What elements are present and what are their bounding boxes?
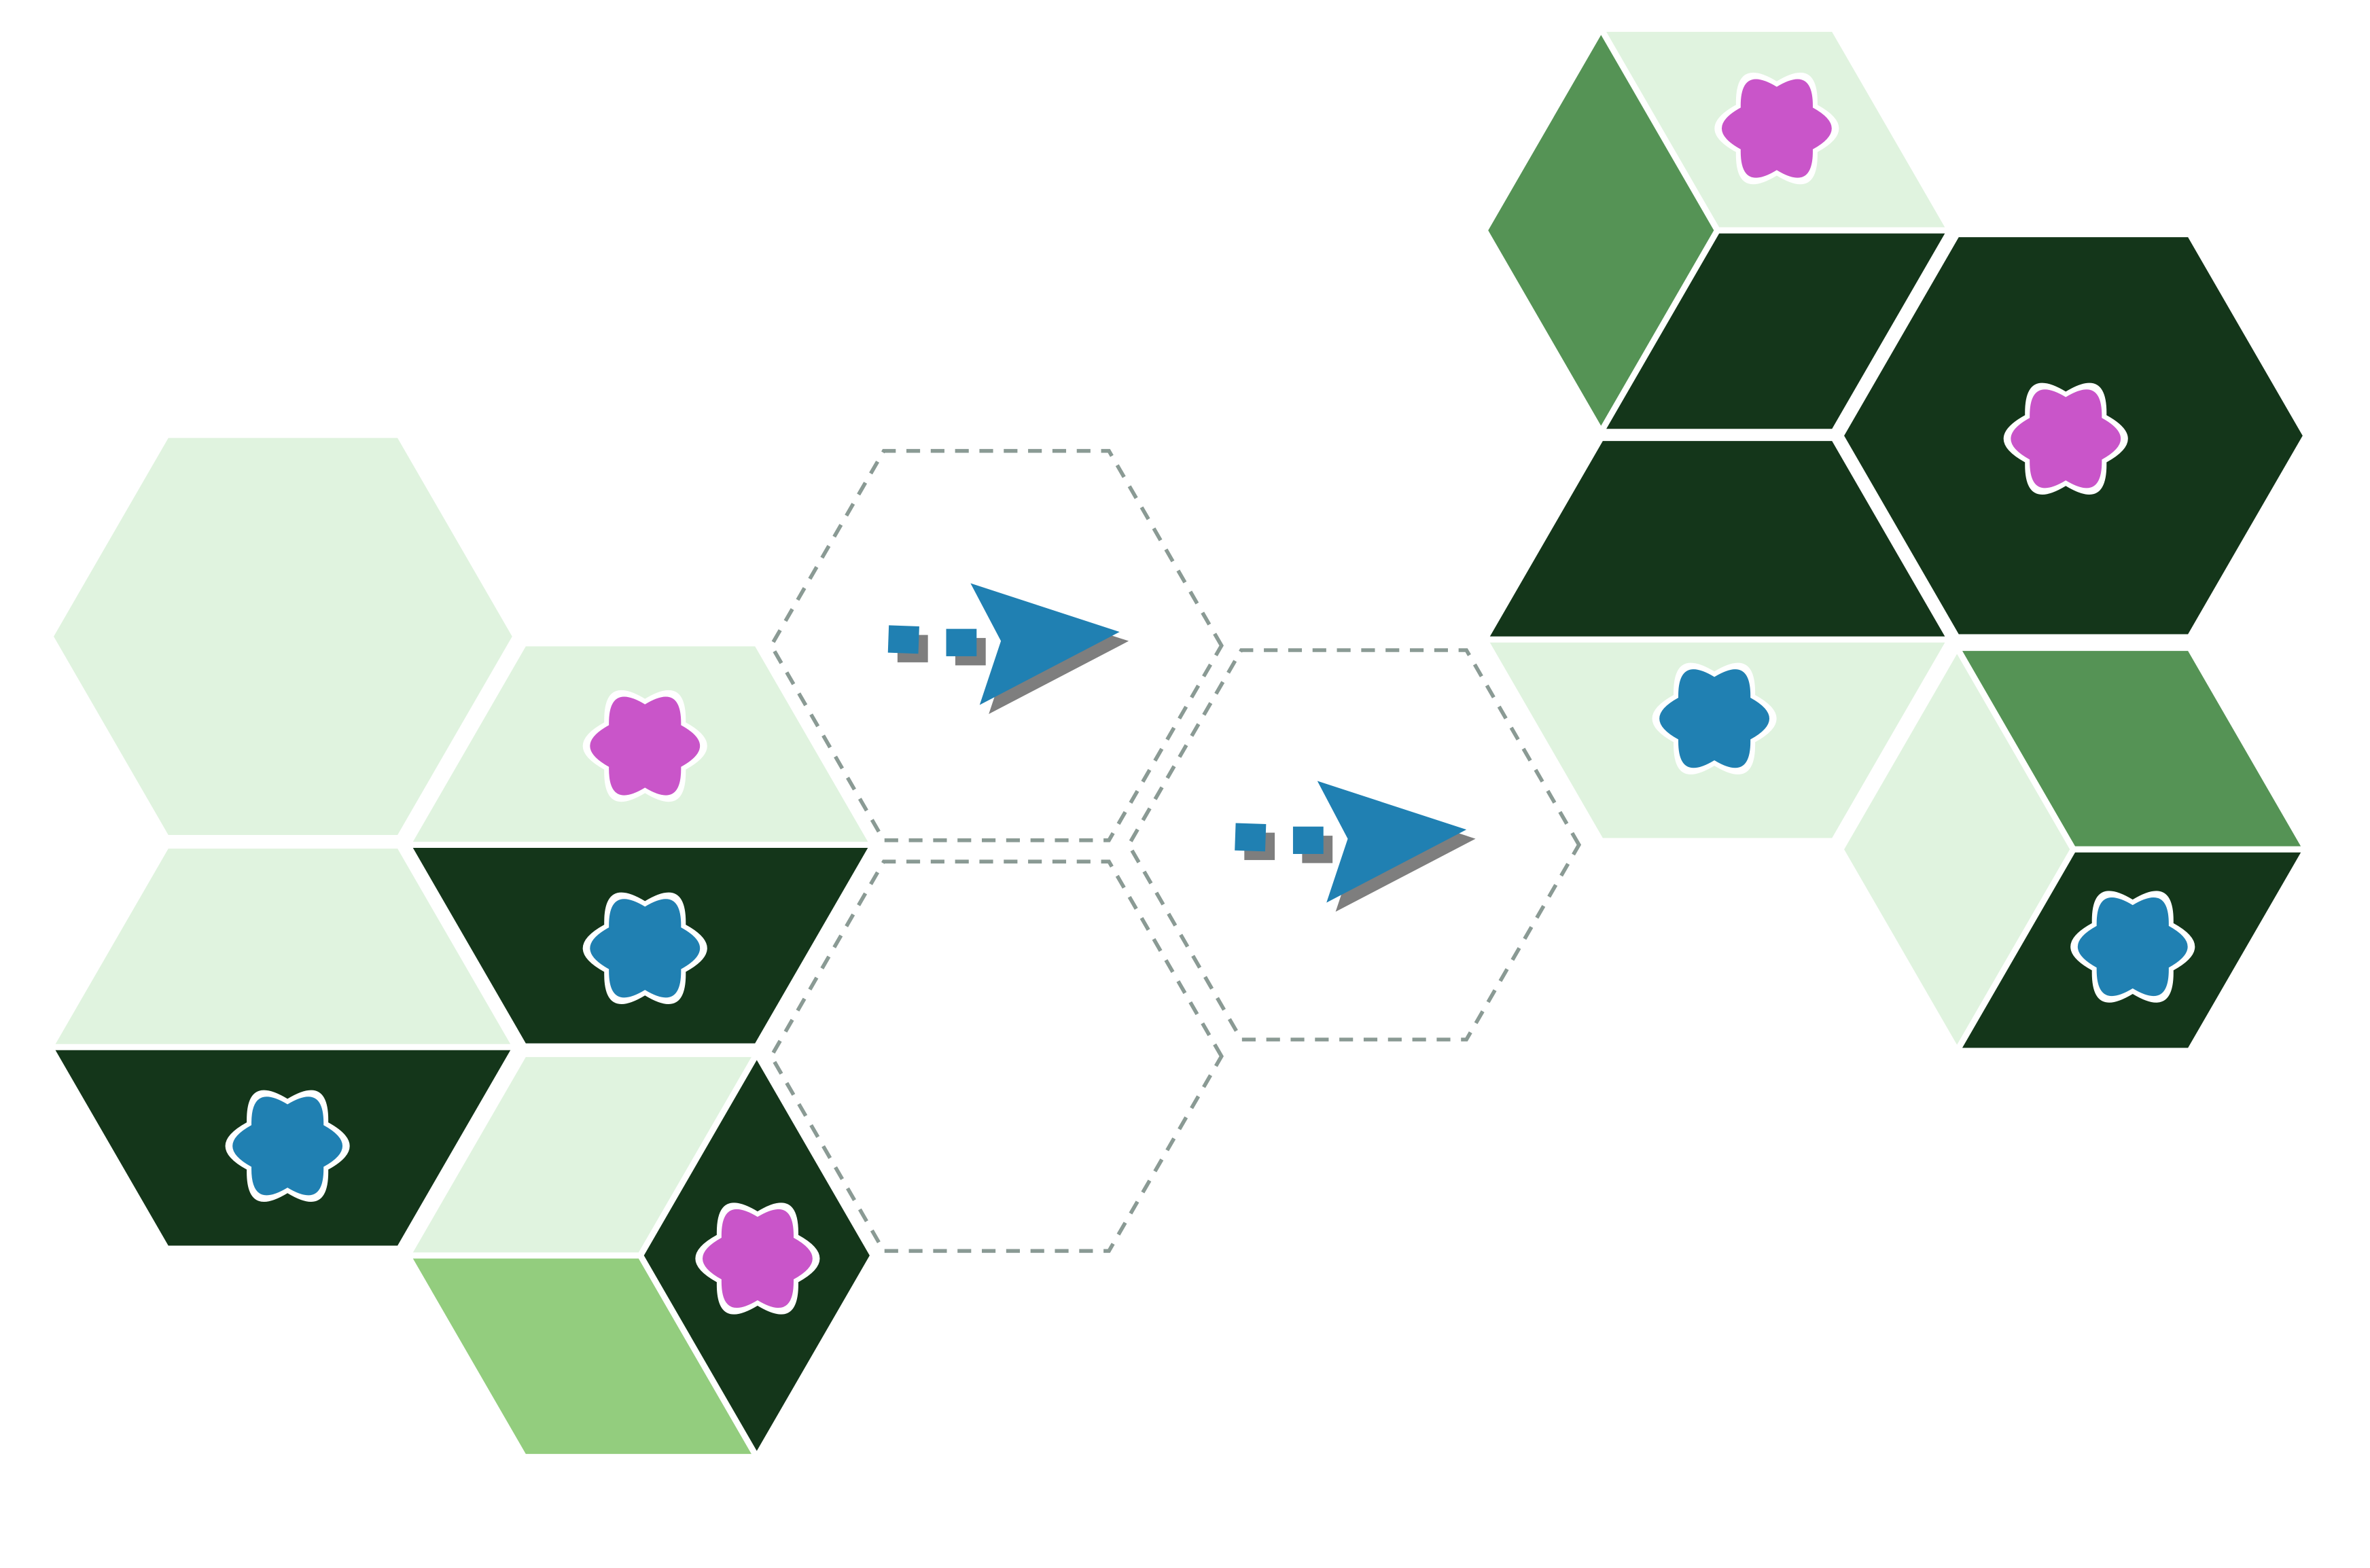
left-hex-3-light-over-dark: [45, 842, 521, 1252]
flower-body: [1721, 79, 1832, 178]
placeholder-hex-2: [768, 859, 1224, 1253]
arrow-dot: [946, 628, 977, 656]
flower-body: [702, 1209, 813, 1308]
blue-flower-icon: [225, 1090, 350, 1202]
arrows-layer: [887, 583, 1476, 912]
blue-flower-icon: [582, 892, 707, 1004]
pink-flower-icon: [1714, 72, 1839, 185]
flower-body: [2077, 897, 2188, 997]
flowers-layer: [225, 72, 2195, 1315]
hex-face: [46, 431, 520, 841]
arrow-2-icon: [1235, 781, 1476, 912]
arrow-1-icon: [887, 583, 1129, 715]
hex-bottom-right-part: [1595, 227, 1956, 435]
flower-body: [590, 696, 701, 796]
left-hex-1-plain: [46, 431, 520, 841]
placeholder-hex-3: [1126, 648, 1582, 1041]
pink-flower-icon: [695, 1202, 820, 1315]
flower-body: [2011, 389, 2121, 488]
blue-flower-icon: [2070, 891, 2195, 1003]
flower-body: [590, 899, 701, 998]
flower-body: [232, 1097, 343, 1196]
placeholder-layer: [768, 448, 1582, 1253]
arrow-dot: [1292, 826, 1324, 854]
arrow-head: [1317, 781, 1467, 903]
flower-body: [1659, 669, 1770, 768]
blue-flower-icon: [1652, 662, 1777, 774]
hex-tiles-layer: [45, 22, 2312, 1463]
pink-flower-icon: [582, 690, 707, 802]
arrow-dot: [887, 625, 919, 654]
arrow-head: [970, 583, 1120, 705]
pink-flower-icon: [2003, 382, 2128, 495]
arrow-dot: [1235, 823, 1267, 852]
placeholder-hex-1: [768, 448, 1224, 842]
